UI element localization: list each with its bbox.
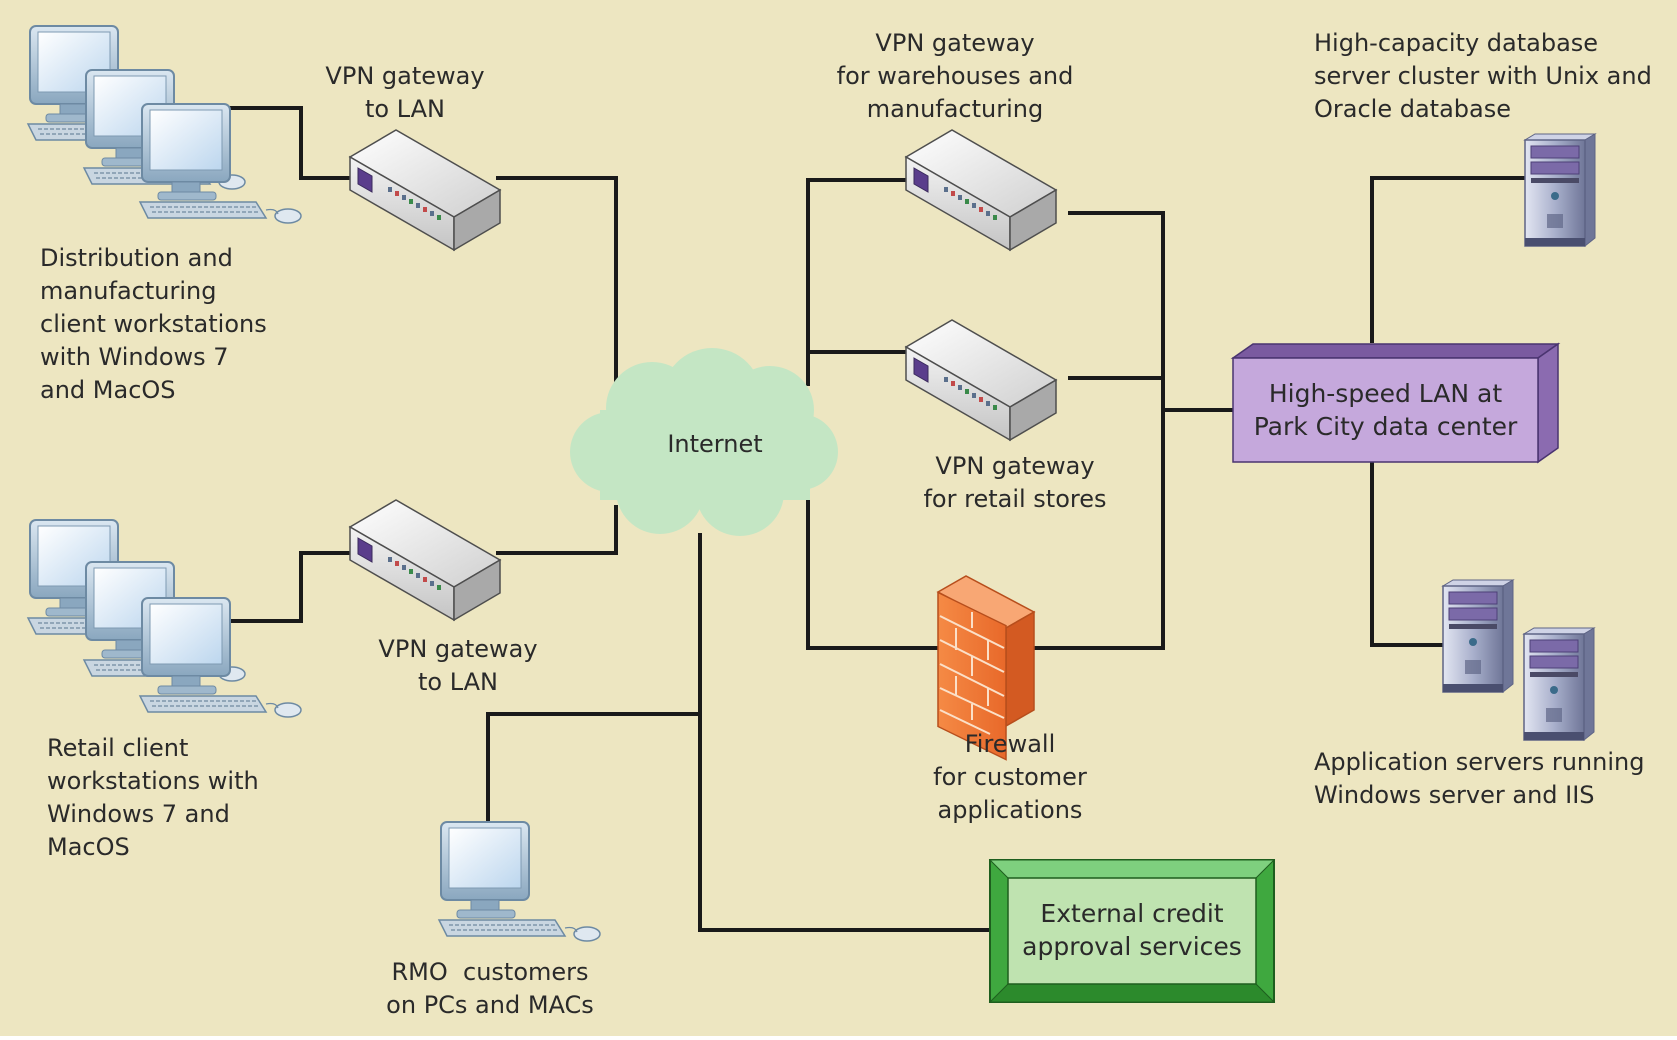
internet-cloud xyxy=(570,348,838,536)
retail-workstations-label: Retail client workstations with Windows … xyxy=(47,734,259,861)
rmo-customers-label: RMO customers on PCs and MACs xyxy=(386,958,594,1019)
vpn-retail-label: VPN gateway for retail stores xyxy=(923,452,1107,513)
brick-firewall-icon xyxy=(936,575,1036,761)
vpn-warehouses-label: VPN gateway for warehouses and manufactu… xyxy=(836,29,1074,123)
lan-box xyxy=(1230,342,1561,464)
network-links xyxy=(226,106,1528,932)
firewall-label: Firewall for customer applications xyxy=(933,730,1087,824)
application-servers-label: Application servers running Windows serv… xyxy=(1314,748,1645,809)
internet-label: Internet xyxy=(667,430,763,458)
vpn-gateway-bottom-label: VPN gateway to LAN xyxy=(378,635,538,696)
tower-server-icon xyxy=(1442,579,1514,693)
vpn-gateway-top-label: VPN gateway to LAN xyxy=(325,62,485,123)
credit-services-label: External credit approval services xyxy=(1022,899,1242,961)
lan-label: High-speed LAN at Park City data center xyxy=(1253,379,1518,441)
credit-services-box xyxy=(988,859,1276,1003)
tower-server-icon xyxy=(1523,627,1595,741)
database-cluster-label: High-capacity database server cluster wi… xyxy=(1314,29,1652,123)
tower-server-icon xyxy=(1524,133,1596,247)
distribution-workstations-label: Distribution and manufacturing client wo… xyxy=(40,244,267,404)
